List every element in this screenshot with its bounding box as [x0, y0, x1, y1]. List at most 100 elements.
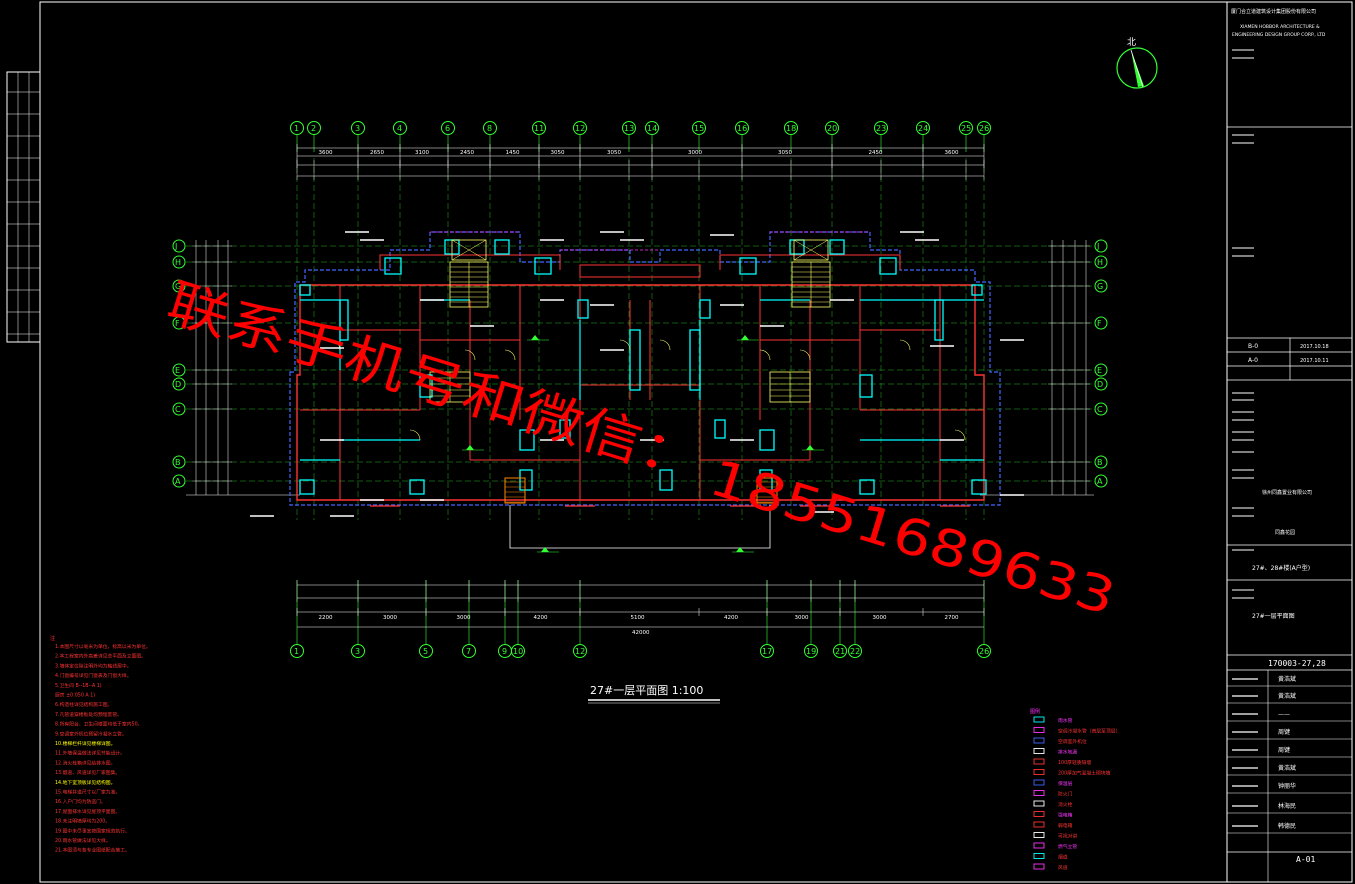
dim-text-bottom: 4200	[534, 615, 548, 621]
axis-bubble-top	[959, 121, 973, 135]
note-line: 10.楼梯栏杆详见楼梯详图。	[55, 740, 115, 747]
axis-bubble-bottom	[462, 644, 476, 658]
legend-item: 强电箱	[1058, 812, 1073, 819]
axis-bubble-bottom	[290, 644, 304, 658]
structural-column	[879, 257, 897, 275]
owner-name: 徐州同鑫置业有限公司	[1262, 489, 1312, 496]
dim-text-top: 3600	[319, 150, 333, 156]
structural-column	[789, 239, 805, 255]
level-marker	[806, 445, 814, 450]
legend-item: 保温层	[1058, 780, 1073, 787]
legend-item: 雨水管	[1058, 717, 1073, 724]
structural-column	[971, 284, 983, 296]
structural-column	[409, 479, 425, 495]
signature-name: 黄浩斌	[1278, 692, 1296, 700]
axis-label-left: C	[175, 405, 181, 414]
axis-bubble-right	[1094, 255, 1108, 269]
note-line: 8.所有阳台、卫生间楼面均低于室内50。	[55, 721, 142, 728]
axis-label-top: 25	[961, 124, 971, 133]
legend-symbol	[1033, 832, 1045, 838]
axis-bubble-bottom	[848, 644, 862, 658]
watermark-line-1: 联系手机号和微信：	[160, 273, 708, 493]
axis-label-top: 26	[979, 124, 989, 133]
axis-label-right: C	[1097, 405, 1103, 414]
axis-label-bottom: 26	[979, 647, 989, 656]
axis-bubble-top	[441, 121, 455, 135]
note-line: 6.构造柱详见结构施工图。	[55, 701, 112, 708]
note-line: 17.屋面排水详见屋顶平面图。	[55, 808, 120, 815]
structural-column	[494, 239, 510, 255]
structural-column	[689, 329, 701, 391]
axis-label-top: 15	[694, 124, 704, 133]
legend-symbol	[1033, 811, 1045, 817]
axis-bubble-left	[172, 279, 186, 293]
axis-bubble-right	[1094, 239, 1108, 253]
dim-text-bottom: 3000	[795, 615, 809, 621]
axis-label-left: B	[175, 458, 181, 467]
dim-text-top: 3600	[945, 150, 959, 156]
signature-name: 黄浩斌	[1278, 764, 1296, 772]
axis-bubble-top	[573, 121, 587, 135]
dim-text-overall: 42000	[632, 630, 650, 636]
axis-bubble-top	[825, 121, 839, 135]
title-block-text: 厦门合立道建筑设计集团股份有限公司 XIAMEN HOBBOR ARCHITEC…	[1231, 8, 1329, 864]
legend: 图例 雨水管空调冷凝水管（首层至顶层）空调室外机位排水地漏100厚轻质隔墙200…	[1030, 708, 1120, 871]
axis-bubble-right	[1094, 279, 1108, 293]
dim-text-top: 1450	[506, 150, 520, 156]
axis-label-bottom: 10	[513, 647, 523, 656]
dim-text-bottom: 3000	[457, 615, 471, 621]
left-binding-strip	[7, 2, 41, 882]
signature-name: 韩德民	[1278, 822, 1296, 830]
dim-text-top: 2450	[460, 150, 474, 156]
drawing-title-block: 27#一层平面图 1:100	[588, 684, 720, 704]
dim-text-bottom: 5100	[631, 615, 645, 621]
structural-column	[384, 257, 402, 275]
door-swing	[899, 339, 911, 351]
axis-label-top: 18	[786, 124, 796, 133]
door-swing	[759, 349, 771, 361]
note-line: 1.本图尺寸以毫米为单位，标高以米为单位。	[55, 643, 151, 650]
design-notes: 注 1.本图尺寸以毫米为单位，标高以米为单位。2.本工程室内外高差详见总平面及立…	[50, 635, 151, 854]
axis-label-top: 14	[647, 124, 657, 133]
axis-bubble-top	[977, 121, 991, 135]
axis-label-right: A	[1097, 477, 1103, 486]
title-block	[1227, 126, 1352, 853]
drawing-title: 27#一层平面图 1:100	[590, 684, 703, 697]
dim-text-top: 2650	[370, 150, 384, 156]
axis-bubble-left	[172, 474, 186, 488]
dim-text-top: 3000	[688, 150, 702, 156]
drawing-number: 170003-27,28	[1268, 659, 1326, 668]
legend-item: 200厚加气混凝土砌块墙	[1058, 770, 1111, 777]
axis-bubble-top	[351, 121, 365, 135]
axis-label-right: H	[1097, 258, 1103, 267]
dim-text-top: 2450	[869, 150, 883, 156]
legend-item: 燃气立管	[1058, 843, 1077, 850]
axis-label-bottom: 22	[850, 647, 860, 656]
axis-label-top: 23	[876, 124, 886, 133]
door-swing	[954, 429, 966, 441]
legend-item: 空调室外机位	[1058, 738, 1087, 745]
axis-label-left: H	[175, 258, 181, 267]
axis-bubble-top	[483, 121, 497, 135]
note-line: 3.墙体定位除注明外均为轴线居中。	[55, 662, 132, 669]
axis-label-left: F	[175, 319, 180, 328]
revision-b: B-0	[1248, 343, 1258, 350]
legend-symbol	[1033, 758, 1045, 765]
north-arrow	[1116, 47, 1158, 89]
axis-label-left: J	[174, 242, 177, 251]
structural-column	[714, 419, 726, 439]
axis-label-left: G	[175, 282, 181, 291]
axis-label-right: B	[1097, 458, 1103, 467]
axis-label-bottom: 19	[806, 647, 816, 656]
axis-label-top: 13	[624, 124, 634, 133]
legend-symbol	[1033, 821, 1045, 828]
axis-bubble-top	[645, 121, 659, 135]
dim-text-bottom: 3000	[873, 615, 887, 621]
structural-column	[659, 469, 673, 491]
watermark: 联系手机号和微信： 18551689633	[160, 273, 1122, 627]
axis-bubble-right	[1094, 455, 1108, 469]
axis-label-top: 24	[918, 124, 928, 133]
north-label: 北	[1127, 37, 1136, 48]
